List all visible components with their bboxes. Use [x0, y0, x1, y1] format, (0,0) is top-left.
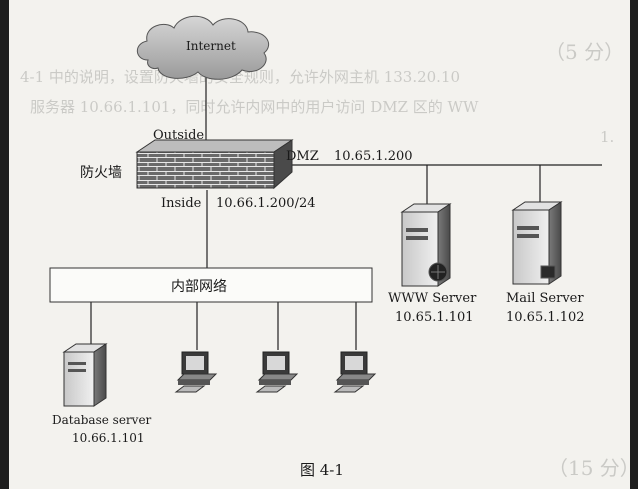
workstation-icon	[255, 351, 299, 393]
workstation-icon	[333, 351, 377, 393]
workstation-icon	[174, 351, 218, 393]
outside-label: Outside	[153, 128, 205, 143]
bleed-through-line: （5 分）	[545, 40, 625, 64]
network-links	[90, 72, 602, 350]
firewall-label: 防火墙	[80, 165, 122, 181]
firewall-icon	[135, 139, 294, 190]
dmz-label: DMZ	[286, 149, 319, 164]
database-server-icon	[62, 343, 108, 407]
www-server-name: WWW Server	[388, 291, 477, 306]
inside-ip: 10.66.1.200/24	[216, 196, 316, 211]
mail-server-ip: 10.65.1.102	[506, 310, 585, 325]
lan-box	[49, 267, 373, 303]
db-server-ip: 10.66.1.101	[72, 431, 145, 445]
lan-label: 内部网络	[171, 279, 227, 295]
internet-label: Internet	[186, 39, 236, 53]
figure-caption: 图 4-1	[300, 461, 344, 479]
db-server-name: Database server	[52, 413, 152, 427]
www-server-icon	[400, 203, 452, 287]
mail-server-name: Mail Server	[506, 291, 584, 306]
bleed-through-line: 服务器 10.66.1.101，同时允许内网中的用户访问 DMZ 区的 WW	[30, 98, 479, 116]
www-server-ip: 10.65.1.101	[395, 310, 474, 325]
mail-server-icon	[511, 201, 563, 285]
internet-cloud-icon	[136, 15, 270, 80]
inside-label: Inside	[161, 196, 202, 211]
bleed-through-line: （15 分）	[548, 456, 638, 480]
bleed-through-line: 4-1 中的说明，设置防火墙的安全规则，允许外网主机 133.20.10	[20, 68, 461, 86]
bleed-through-line: 1.	[600, 128, 615, 146]
dmz-ip: 10.65.1.200	[334, 149, 413, 164]
